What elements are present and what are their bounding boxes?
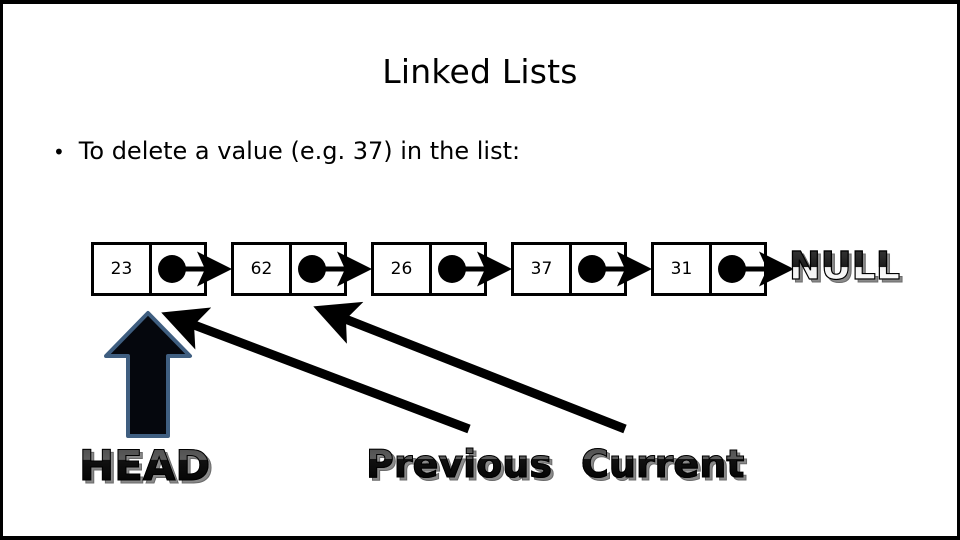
list-node: 31 [651,242,767,296]
head-block-arrow [104,311,192,438]
head-label-shadow: HEAD [81,447,213,490]
bullet-marker-icon: • [53,140,65,164]
head-label: HEAD HEAD [78,444,213,490]
null-label-shadow: NULL [791,250,903,289]
current-label-shadow: Current [583,448,747,487]
node-value: 23 [94,245,152,293]
null-label-text: NULL [788,244,901,288]
head-label-text: HEAD [78,441,211,490]
previous-pointer-arrow [161,307,471,434]
bullet-item-text: To delete a value (e.g. 37) in the list: [78,137,521,165]
previous-label-shadow: Previous [369,448,556,487]
node-value: 37 [514,245,572,293]
current-label-text: Current [580,442,745,486]
node-value: 26 [374,245,432,293]
current-label: Current Current [580,442,747,487]
previous-label-text: Previous [366,442,553,486]
node-value: 31 [654,245,712,293]
diagram-overlay [104,251,795,438]
page-title: Linked Lists [382,52,578,91]
previous-label: Previous Previous [366,442,556,487]
current-pointer-arrow [313,301,627,434]
null-terminator-label: NULL NULL [788,244,903,289]
node-value: 62 [234,245,292,293]
bullet-list-item: • To delete a value (e.g. 37) in the lis… [53,137,520,165]
